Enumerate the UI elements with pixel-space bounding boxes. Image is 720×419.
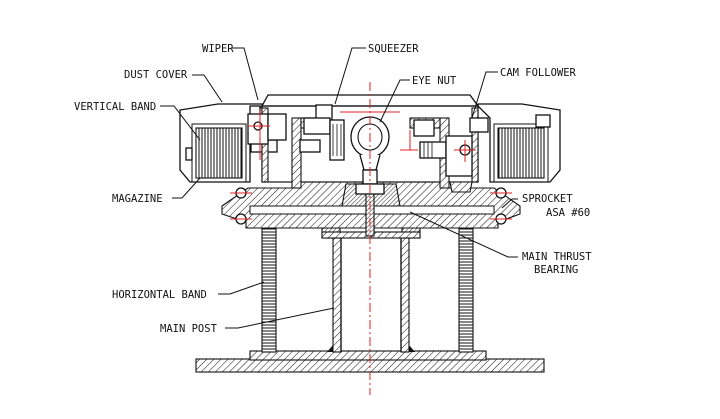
label-squeezer: SQUEEZER — [368, 43, 419, 55]
label-main-post: MAIN POST — [160, 323, 218, 335]
horizontal-band-right — [458, 209, 474, 353]
wiper — [247, 105, 287, 145]
label-cam-follower: CAM FOLLOWER — [500, 67, 577, 79]
label-bearing: BEARING — [534, 264, 578, 276]
sprocket-bolts — [230, 187, 512, 225]
label-sprocket-spec: ASA #60 — [546, 207, 590, 219]
label-eye-nut: EYE NUT — [412, 75, 457, 87]
vertical-band-right — [493, 114, 551, 183]
vertical-band-left — [185, 123, 247, 183]
label-magazine: MAGAZINE — [112, 193, 163, 205]
label-horizontal-band: HORIZONTAL BAND — [112, 289, 207, 301]
squeezer — [299, 104, 345, 161]
leader-lines — [160, 47, 518, 329]
label-vertical-band: VERTICAL BAND — [74, 101, 156, 113]
centerlines — [248, 82, 476, 395]
cam-follower — [413, 117, 489, 193]
main-post — [327, 235, 415, 353]
label-main-thrust: MAIN THRUST — [522, 251, 592, 263]
label-sprocket: SPROCKET — [522, 193, 573, 205]
label-wiper: WIPER — [202, 43, 234, 55]
label-dust-cover: DUST COVER — [124, 69, 188, 81]
horizontal-band-left — [261, 209, 277, 353]
